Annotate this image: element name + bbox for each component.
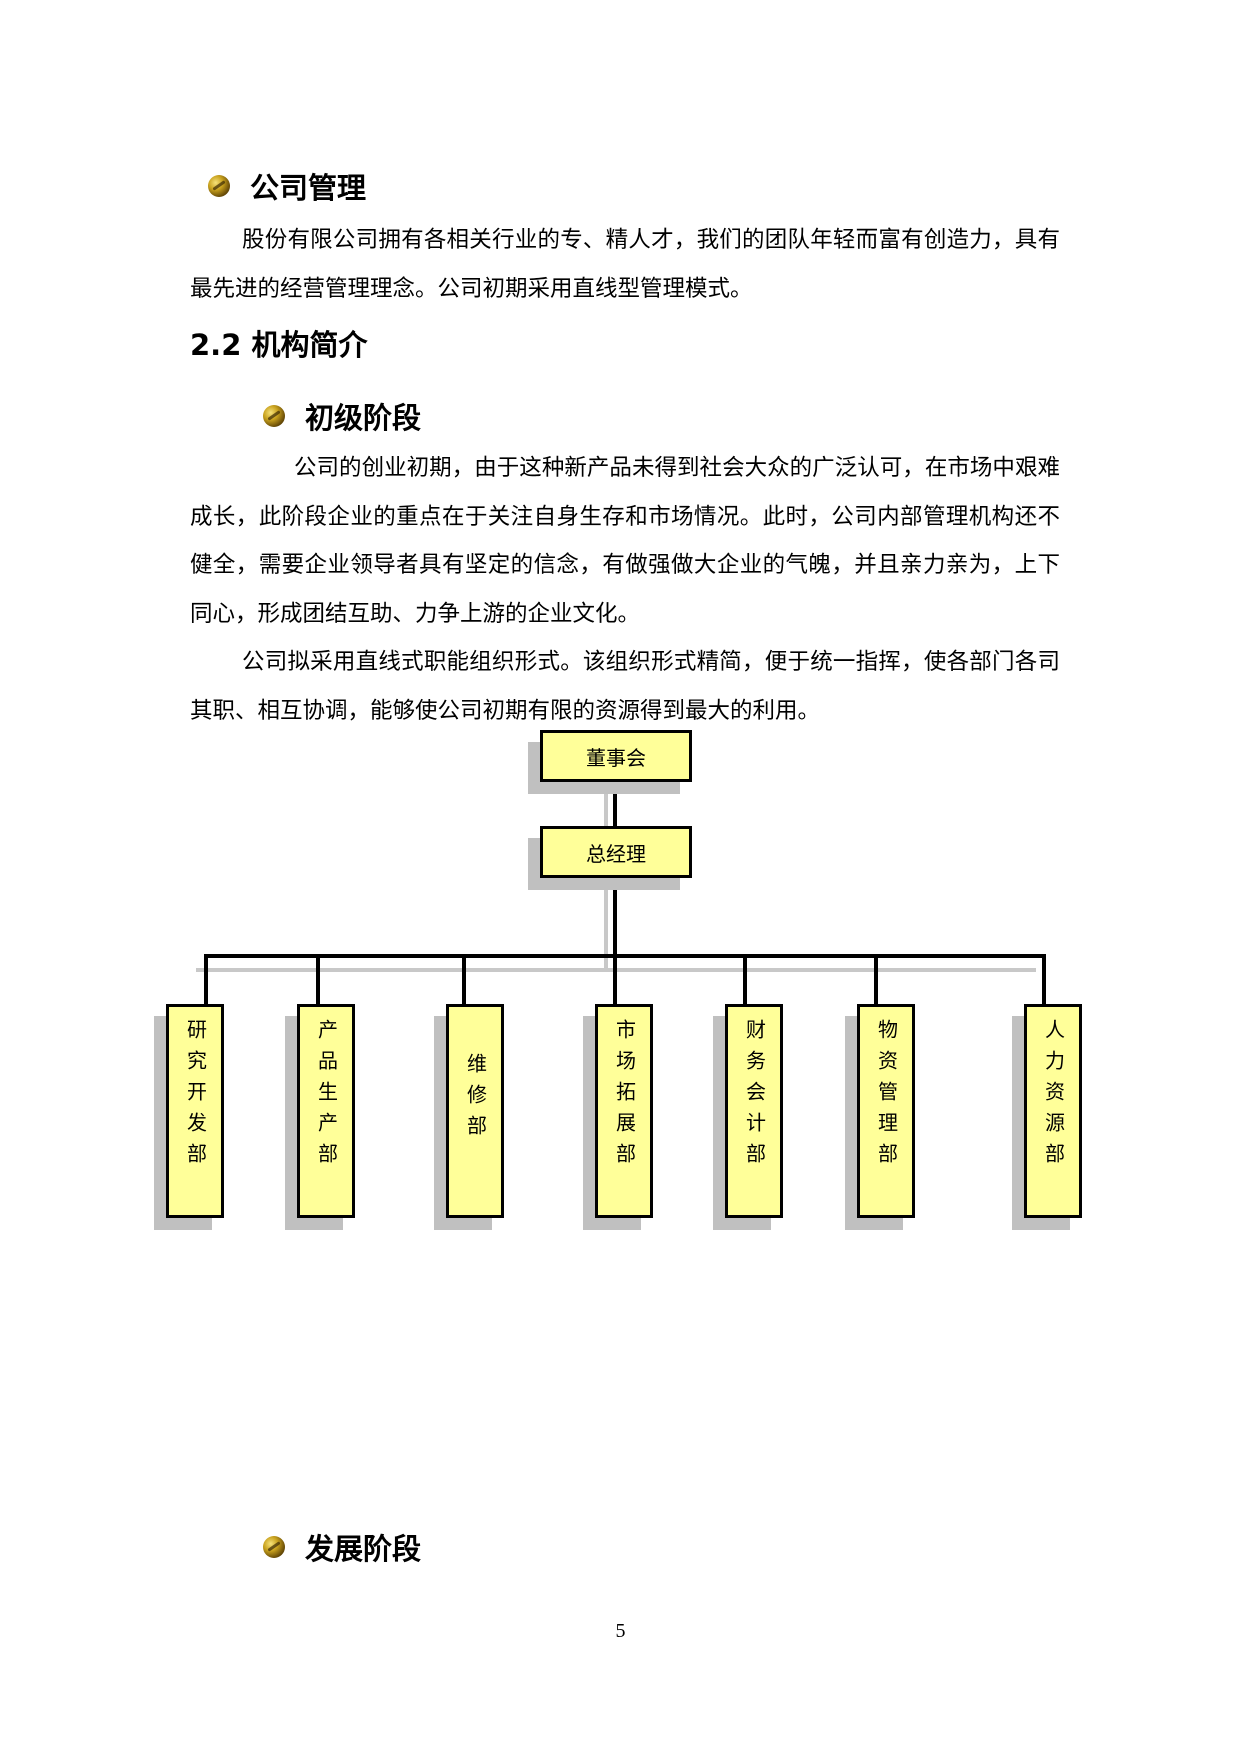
connector-dept-4 xyxy=(613,954,617,1006)
org-box-label: 研究开发部 xyxy=(183,1019,208,1174)
org-box-dept-research: 研究开发部 xyxy=(166,1004,224,1218)
org-box-dept-marketing: 市场拓展部 xyxy=(595,1004,653,1218)
bullet-icon xyxy=(263,405,285,427)
connector-gm-bus xyxy=(613,876,617,956)
org-box-label: 产品生产部 xyxy=(314,1019,339,1174)
org-box-dept-finance: 财务会计部 xyxy=(725,1004,783,1218)
org-shadow-line xyxy=(604,790,608,970)
heading-company-management: 公司管理 xyxy=(208,165,366,207)
bullet-icon xyxy=(263,1536,285,1558)
connector-dept-5 xyxy=(743,954,747,1006)
connector-board-gm xyxy=(613,780,617,828)
initial-stage-paragraph-1: 公司的创业初期，由于这种新产品未得到社会大众的广泛认可，在市场中艰难成长，此阶段… xyxy=(190,455,1060,627)
connector-dept-6 xyxy=(874,954,878,1006)
org-box-label: 董事会 xyxy=(586,745,646,770)
page-number: 5 xyxy=(615,1620,626,1642)
org-box-general-manager: 总经理 xyxy=(540,826,692,878)
org-box-label: 物资管理部 xyxy=(874,1019,899,1174)
org-box-dept-materials: 物资管理部 xyxy=(857,1004,915,1218)
heading-initial-stage: 初级阶段 xyxy=(263,395,421,437)
org-box-label: 市场拓展部 xyxy=(612,1019,637,1174)
connector-dept-3 xyxy=(462,954,466,1006)
org-box-label: 人力资源部 xyxy=(1041,1019,1066,1174)
org-box-dept-hr: 人力资源部 xyxy=(1024,1004,1082,1218)
org-box-label: 总经理 xyxy=(586,841,646,866)
connector-dept-7 xyxy=(1042,954,1046,1006)
heading-text: 公司管理 xyxy=(250,171,367,205)
connector-horizontal-bus xyxy=(204,954,1046,958)
org-box-label: 维修部 xyxy=(463,1053,488,1146)
heading-development-stage: 发展阶段 xyxy=(263,1526,421,1568)
connector-dept-1 xyxy=(204,954,208,1006)
org-box-label: 财务会计部 xyxy=(742,1019,767,1174)
initial-stage-paragraph-2: 公司拟采用直线式职能组织形式。该组织形式精简，便于统一指挥，使各部门各司其职、相… xyxy=(190,649,1060,724)
company-management-paragraph: 股份有限公司拥有各相关行业的专、精人才，我们的团队年轻而富有创造力，具有最先进的… xyxy=(190,227,1060,302)
bullet-icon xyxy=(208,175,230,197)
connector-dept-2 xyxy=(316,954,320,1006)
org-box-dept-production: 产品生产部 xyxy=(297,1004,355,1218)
heading-text: 发展阶段 xyxy=(305,1532,422,1566)
org-box-board: 董事会 xyxy=(540,730,692,782)
heading-text: 初级阶段 xyxy=(305,401,422,435)
section-title: 2.2 机构简介 xyxy=(190,328,368,362)
org-box-dept-maintenance: 维修部 xyxy=(446,1004,504,1218)
